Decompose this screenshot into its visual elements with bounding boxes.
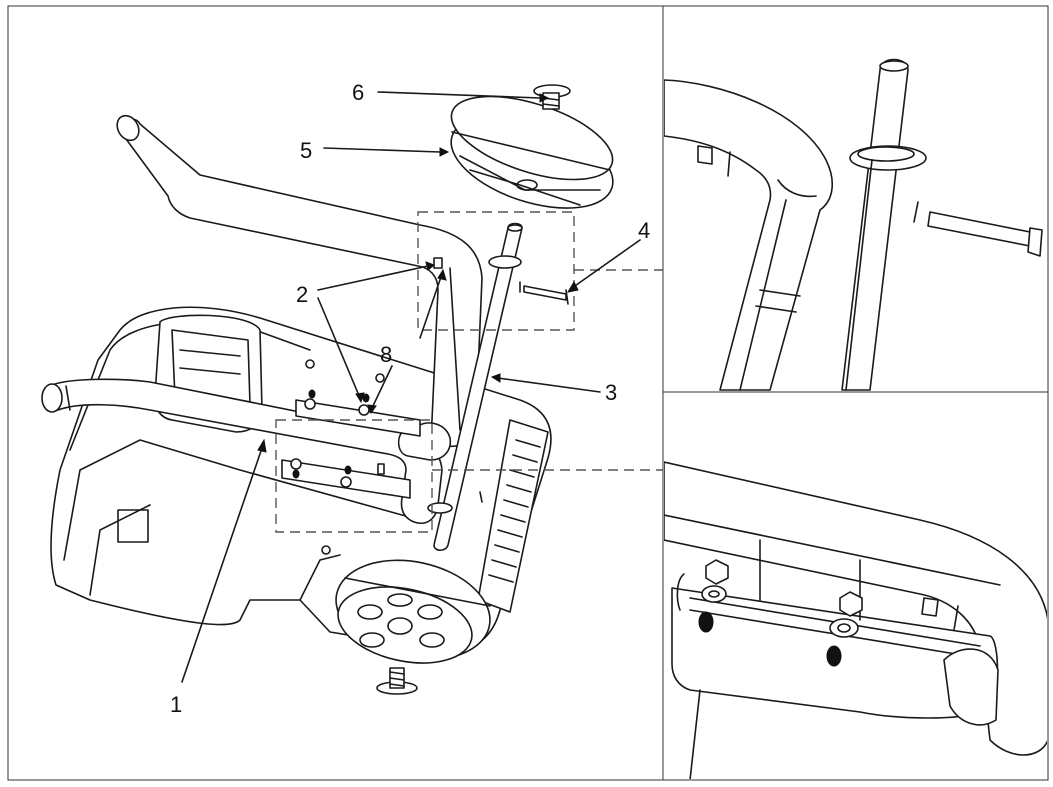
- leader-4: [571, 239, 641, 289]
- main-assembly-view: 6 5 4 2 8 3 1: [41, 80, 663, 717]
- callout-2: 2: [296, 282, 308, 307]
- leader-6: [377, 91, 541, 99]
- leader-2a: [317, 265, 429, 291]
- small-nut: [433, 257, 443, 269]
- panel-borders: [7, 5, 1049, 781]
- leader-5: [323, 147, 441, 153]
- leader-1: [181, 447, 263, 683]
- callout-1: 1: [170, 692, 182, 717]
- detail-view-upper-right: [664, 58, 1043, 391]
- leader-lines: [181, 91, 641, 683]
- callout-5: 5: [300, 138, 312, 163]
- vent-slots: [488, 439, 541, 583]
- mounting-brackets: [281, 389, 421, 499]
- callout-6: 6: [352, 80, 364, 105]
- callout-4: 4: [638, 218, 650, 243]
- callout-labels: 6 5 4 2 8 3 1: [170, 80, 650, 717]
- detail-box-lower: [275, 419, 433, 533]
- top-wheel: [450, 95, 614, 209]
- leader-8b: [371, 365, 393, 409]
- detail-markers: [275, 211, 663, 533]
- leader-2b: [317, 297, 361, 399]
- bottom-screw: [376, 667, 418, 695]
- handle-frame-lower: [41, 378, 443, 524]
- detail-box-upper: [417, 211, 575, 331]
- callout-3: 3: [605, 380, 617, 405]
- leader-3: [497, 377, 601, 393]
- bottom-wheel: [335, 559, 491, 664]
- pin: [479, 281, 569, 503]
- axle-pole: [427, 222, 523, 552]
- callout-8: 8: [380, 342, 392, 367]
- detail-view-lower-right: [664, 461, 1047, 779]
- leader-8a: [419, 273, 443, 339]
- outer-border: [7, 5, 1049, 781]
